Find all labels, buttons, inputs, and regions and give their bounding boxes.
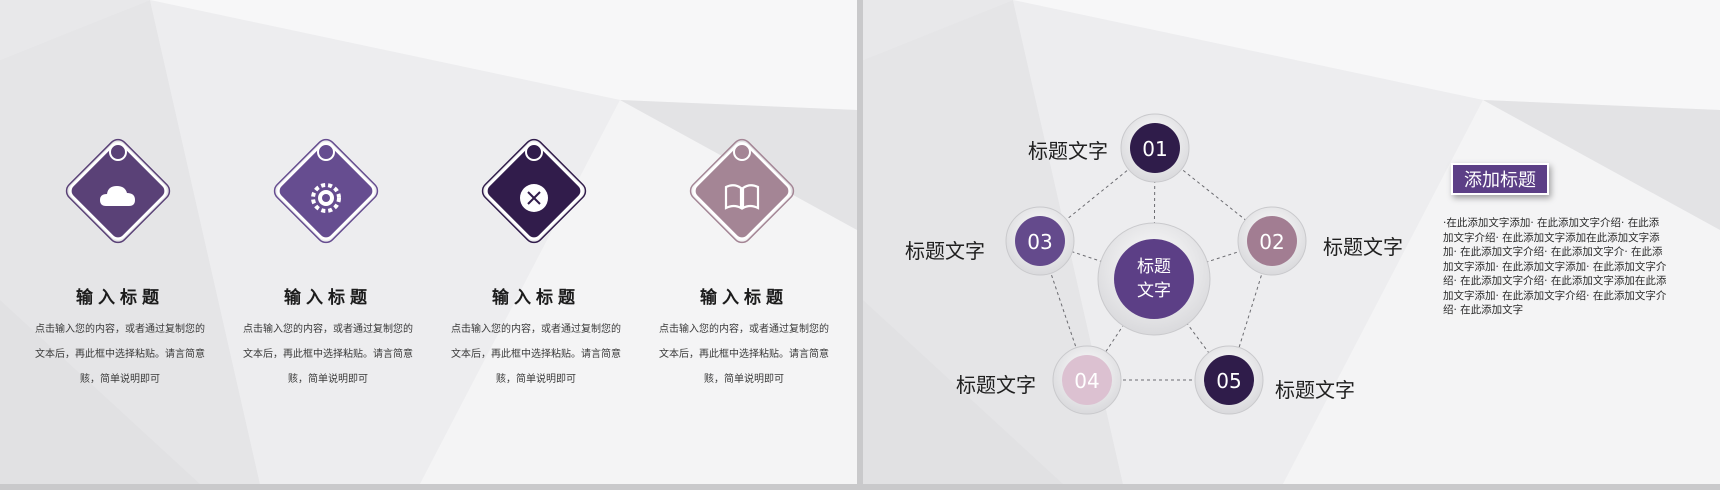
bottom-strip — [0, 484, 1720, 490]
feature-card: 输入标题 点击输入您的内容，或者通过复制您的文本后，再此框中选择粘贴。请言简意赅… — [20, 0, 220, 400]
node-number: 05 — [1216, 369, 1241, 393]
hub-diagram: 标题 文字 01 02 03 04 05 — [1005, 113, 1307, 415]
background-pattern — [863, 0, 1720, 484]
close-icon — [520, 184, 548, 212]
center-node: 标题 文字 — [1097, 222, 1211, 336]
feature-card: 输入标题 点击输入您的内容，或者通过复制您的文本后，再此框中选择粘贴。请言简意赅… — [436, 0, 636, 400]
node-number: 01 — [1142, 137, 1167, 161]
card-title: 输入标题 — [76, 288, 164, 308]
slide-left: 输入标题 点击输入您的内容，或者通过复制您的文本后，再此框中选择粘贴。请言简意赅… — [0, 0, 857, 484]
gear-icon — [311, 183, 341, 213]
center-label-line2: 文字 — [1137, 281, 1171, 301]
card-body: 点击输入您的内容，或者通过复制您的文本后，再此框中选择粘贴。请言简意赅，简单说明… — [451, 324, 621, 385]
node-label-01: 标题文字 — [1028, 139, 1108, 163]
add-title-badge: 添加标题 — [1451, 163, 1549, 195]
node-01: 01 — [1120, 113, 1190, 183]
node-04: 04 — [1052, 345, 1122, 415]
card-title: 输入标题 — [700, 288, 788, 308]
card-body: 点击输入您的内容，或者通过复制您的文本后，再此框中选择粘贴。请言简意赅，简单说明… — [659, 324, 829, 385]
book-icon — [724, 184, 760, 210]
diamond-badge — [273, 138, 379, 244]
slide-divider — [857, 0, 863, 490]
node-label-02: 标题文字 — [1323, 235, 1403, 259]
node-number: 02 — [1259, 230, 1284, 254]
diamond-badge — [689, 138, 795, 244]
node-number: 03 — [1027, 230, 1052, 254]
diamond-badge — [65, 138, 171, 244]
card-body: 点击输入您的内容，或者通过复制您的文本后，再此框中选择粘贴。请言简意赅，简单说明… — [35, 324, 205, 385]
center-label-line1: 标题 — [1137, 257, 1171, 277]
cloud-icon — [100, 186, 135, 206]
feature-card: 输入标题 点击输入您的内容，或者通过复制您的文本后，再此框中选择粘贴。请言简意赅… — [644, 0, 844, 400]
diamond-badge — [481, 138, 587, 244]
node-label-05: 标题文字 — [1275, 378, 1355, 402]
node-label-04: 标题文字 — [956, 373, 1036, 397]
node-02: 02 — [1237, 206, 1307, 276]
node-label-03: 标题文字 — [905, 239, 985, 263]
background-pattern — [0, 0, 857, 484]
card-title: 输入标题 — [284, 288, 372, 308]
description-text: ·在此添加文字添加· 在此添加文字介绍· 在此添加文字介绍· 在此添加文字添加在… — [1443, 217, 1667, 316]
card-body: 点击输入您的内容，或者通过复制您的文本后，再此框中选择粘贴。请言简意赅，简单说明… — [243, 324, 413, 385]
card-title: 输入标题 — [492, 288, 580, 308]
feature-card: 输入标题 点击输入您的内容，或者通过复制您的文本后，再此框中选择粘贴。请言简意赅… — [228, 0, 428, 400]
node-05: 05 — [1194, 345, 1264, 415]
node-number: 04 — [1074, 369, 1099, 393]
node-03: 03 — [1005, 206, 1075, 276]
